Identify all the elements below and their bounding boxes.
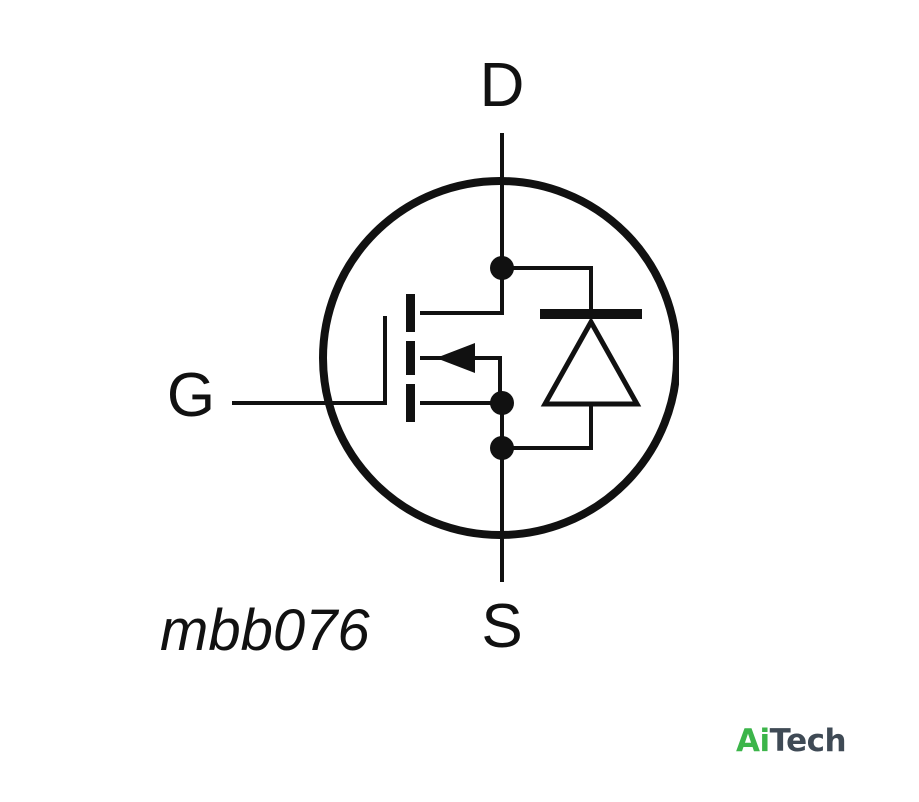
channel-segment-drain	[406, 294, 415, 332]
brand-rest: Tech	[769, 723, 847, 759]
source-label: S	[481, 592, 522, 661]
diode-bottom-wire	[502, 404, 593, 450]
diode-cathode-bar	[540, 309, 642, 319]
brand-logo: AiTech	[736, 723, 847, 759]
junction-dot-drain	[490, 256, 514, 280]
channel-segment-body	[406, 341, 415, 375]
brand-accent: Ai	[736, 723, 770, 759]
channel-segment-source	[406, 384, 415, 422]
circle-clip-mask	[679, 150, 709, 570]
junction-dot-source	[490, 391, 514, 415]
diode-triangle-icon	[540, 316, 642, 407]
reference-label: mbb076	[160, 598, 370, 663]
drain-label: D	[480, 51, 525, 120]
body-arrow-icon	[436, 343, 475, 373]
diode-top-wire	[502, 266, 593, 312]
gate-label: G	[167, 361, 215, 430]
junction-dot-diode	[490, 436, 514, 460]
